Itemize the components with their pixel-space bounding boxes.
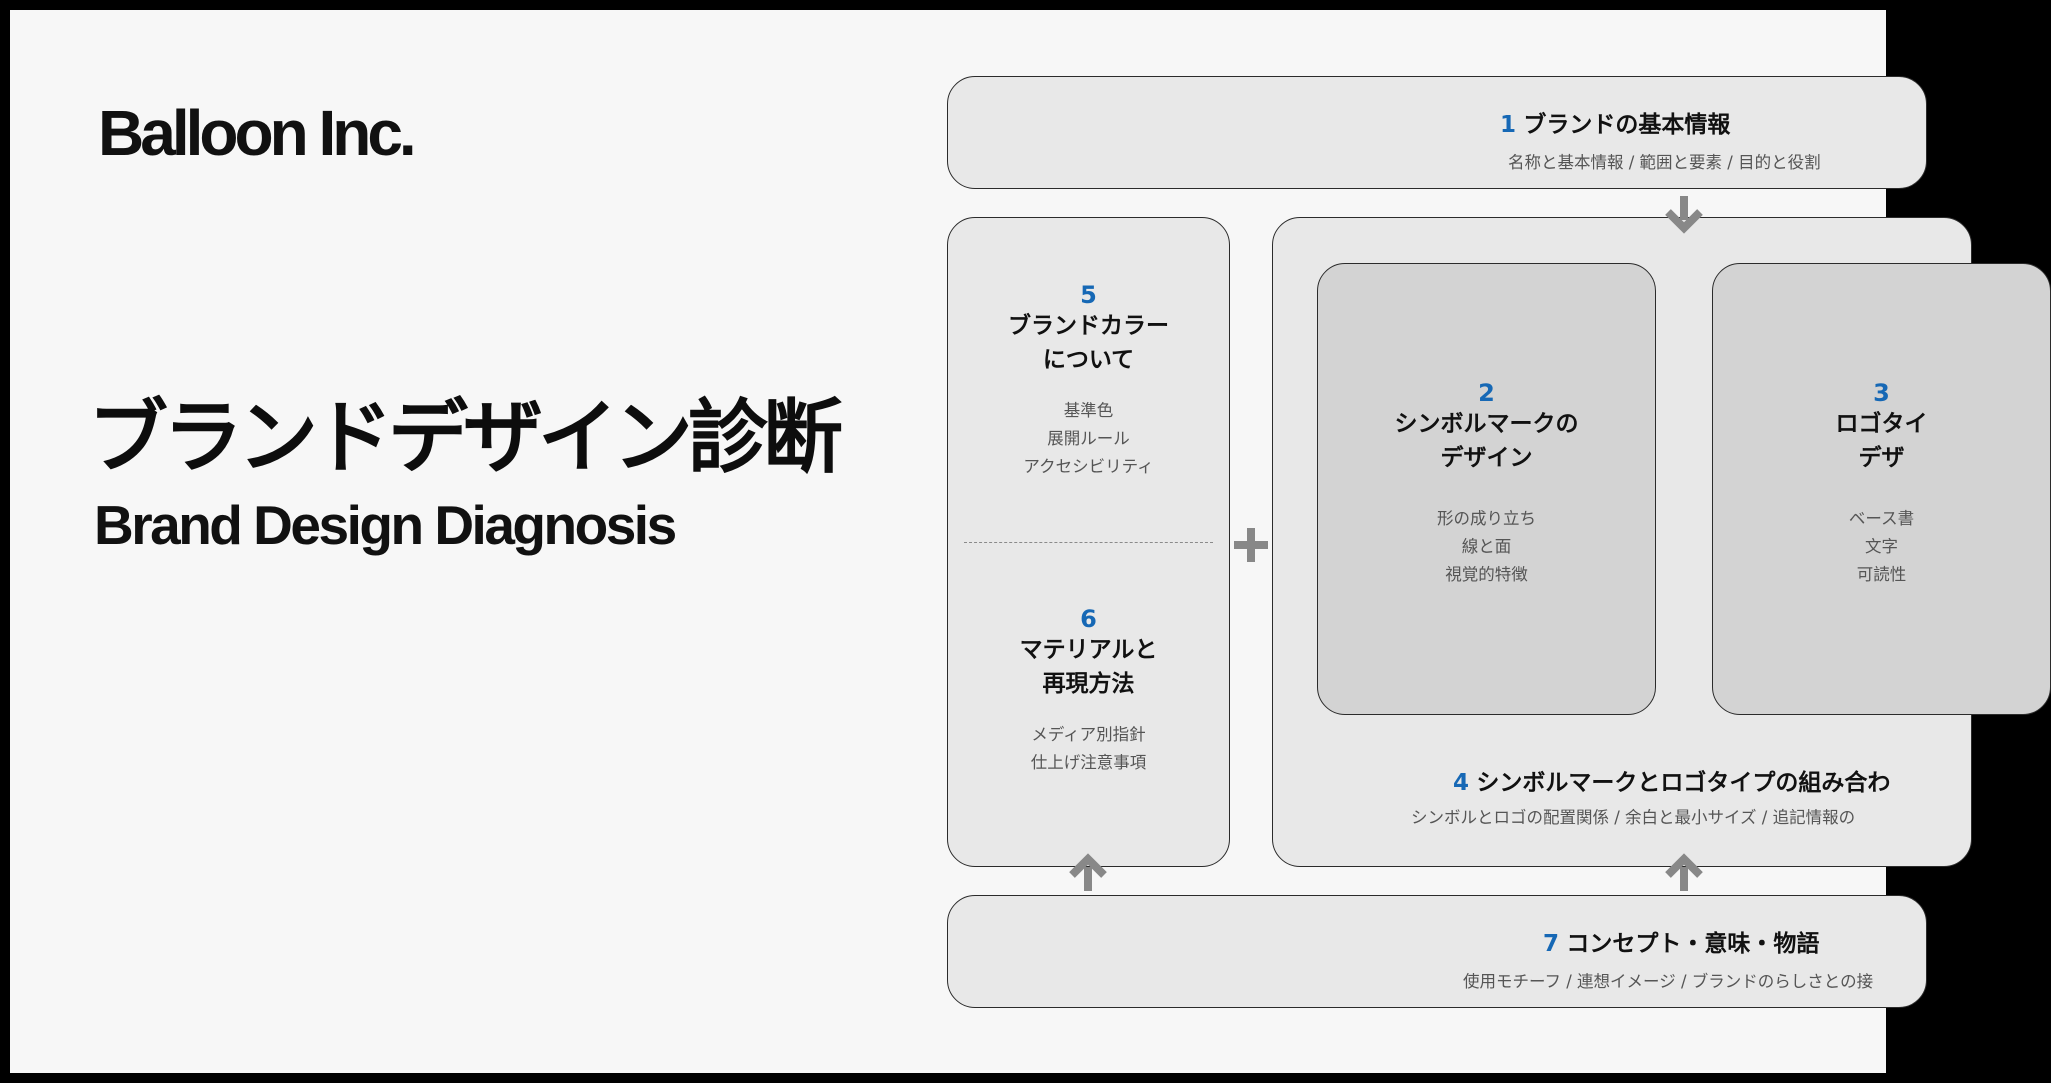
section-1-box: 1 ブランドの基本情報 名称と基本情報 / 範囲と要素 / 目的と役割 <box>947 76 1927 189</box>
section-6-item: メディア別指針 <box>1031 725 1146 744</box>
page-title-ja: ブランドデザイン診断 <box>88 391 843 484</box>
section-6-item: 仕上げ注意事項 <box>1030 753 1147 772</box>
section-4-subtitle: シンボルとロゴの配置関係 / 余白と最小サイズ / 追記情報の <box>1411 808 1856 827</box>
section-3-item: ベース書 <box>1848 509 1915 528</box>
section-5-6-box: 5 ブランドカラー について 基準色 展開ルール アクセシビリティ 6 マテリア… <box>947 217 1230 867</box>
company-logo: Balloon Inc. <box>98 97 417 169</box>
section-5: 5 ブランドカラー について 基準色 展開ルール アクセシビリティ <box>948 281 1229 481</box>
section-4-title: シンボルマークとロゴタイプの組み合わ <box>1476 770 1891 796</box>
section-2-title-line1: シンボルマークの <box>1394 411 1579 437</box>
section-2-number: 2 <box>1478 379 1495 407</box>
section-5-title-line1: ブランドカラー <box>1008 313 1169 339</box>
section-4-heading: 4 シンボルマークとロゴタイプの組み合わ <box>1453 763 1890 797</box>
section-5-item: 展開ルール <box>1047 429 1130 448</box>
section-4-number: 4 <box>1453 770 1470 796</box>
section-5-title-line2: について <box>1042 347 1135 373</box>
section-7-title: コンセプト・意味・物語 <box>1566 931 1820 957</box>
section-2: 2 シンボルマークの デザイン 形の成り立ち 線と面 視覚的特徴 <box>1318 379 1655 589</box>
section-3-number: 3 <box>1873 379 1890 407</box>
section-1-number: 1 <box>1500 112 1517 138</box>
section-5-number: 5 <box>1080 281 1097 309</box>
section-3-item: 文字 <box>1865 537 1898 556</box>
section-3-box: 3 ロゴタイ デザ ベース書 文字 可読性 <box>1712 263 2051 715</box>
section-2-item: 視覚的特徴 <box>1445 565 1528 584</box>
section-3: 3 ロゴタイ デザ ベース書 文字 可読性 <box>1713 379 2050 589</box>
section-1-subtitle: 名称と基本情報 / 範囲と要素 / 目的と役割 <box>1508 153 1821 172</box>
section-2-title-line2: デザイン <box>1440 445 1533 471</box>
section-5-item: アクセシビリティ <box>1023 457 1154 476</box>
page-title-en: Brand Design Diagnosis <box>94 494 677 556</box>
section-1-heading: 1 ブランドの基本情報 <box>1500 105 1730 139</box>
section-3-title-line2: デザ <box>1858 445 1905 471</box>
section-5-item: 基準色 <box>1063 401 1114 420</box>
section-7-number: 7 <box>1543 931 1560 957</box>
section-7-subtitle: 使用モチーフ / 連想イメージ / ブランドのらしさとの接 <box>1463 972 1874 991</box>
section-7-box: 7 コンセプト・意味・物語 使用モチーフ / 連想イメージ / ブランドのらしさ… <box>947 895 1927 1008</box>
arrow-up-icon <box>1069 853 1107 891</box>
section-divider <box>964 542 1213 543</box>
section-7-heading: 7 コンセプト・意味・物語 <box>1543 924 1819 958</box>
section-2-box: 2 シンボルマークの デザイン 形の成り立ち 線と面 視覚的特徴 <box>1317 263 1656 715</box>
section-3-item: 可読性 <box>1856 565 1907 584</box>
section-2-item: 線と面 <box>1461 537 1512 556</box>
section-3-title-line1: ロゴタイ <box>1835 411 1928 437</box>
section-2-3-4-box: 2 シンボルマークの デザイン 形の成り立ち 線と面 視覚的特徴 3 ロゴタイ … <box>1272 217 2051 867</box>
arrow-up-icon <box>1665 853 1703 891</box>
section-6-number: 6 <box>1080 605 1097 633</box>
section-6-title-line1: マテリアルと <box>1019 637 1158 663</box>
arrow-down-icon <box>1665 196 1703 234</box>
slide: Balloon Inc. ブランドデザイン診断 Brand Design Dia… <box>10 10 2051 1073</box>
section-2-item: 形の成り立ち <box>1437 509 1536 528</box>
plus-icon <box>1234 528 1268 562</box>
section-1-title: ブランドの基本情報 <box>1523 112 1731 138</box>
section-6-title-line2: 再現方法 <box>1042 671 1135 697</box>
section-6: 6 マテリアルと 再現方法 メディア別指針 仕上げ注意事項 <box>948 605 1229 777</box>
